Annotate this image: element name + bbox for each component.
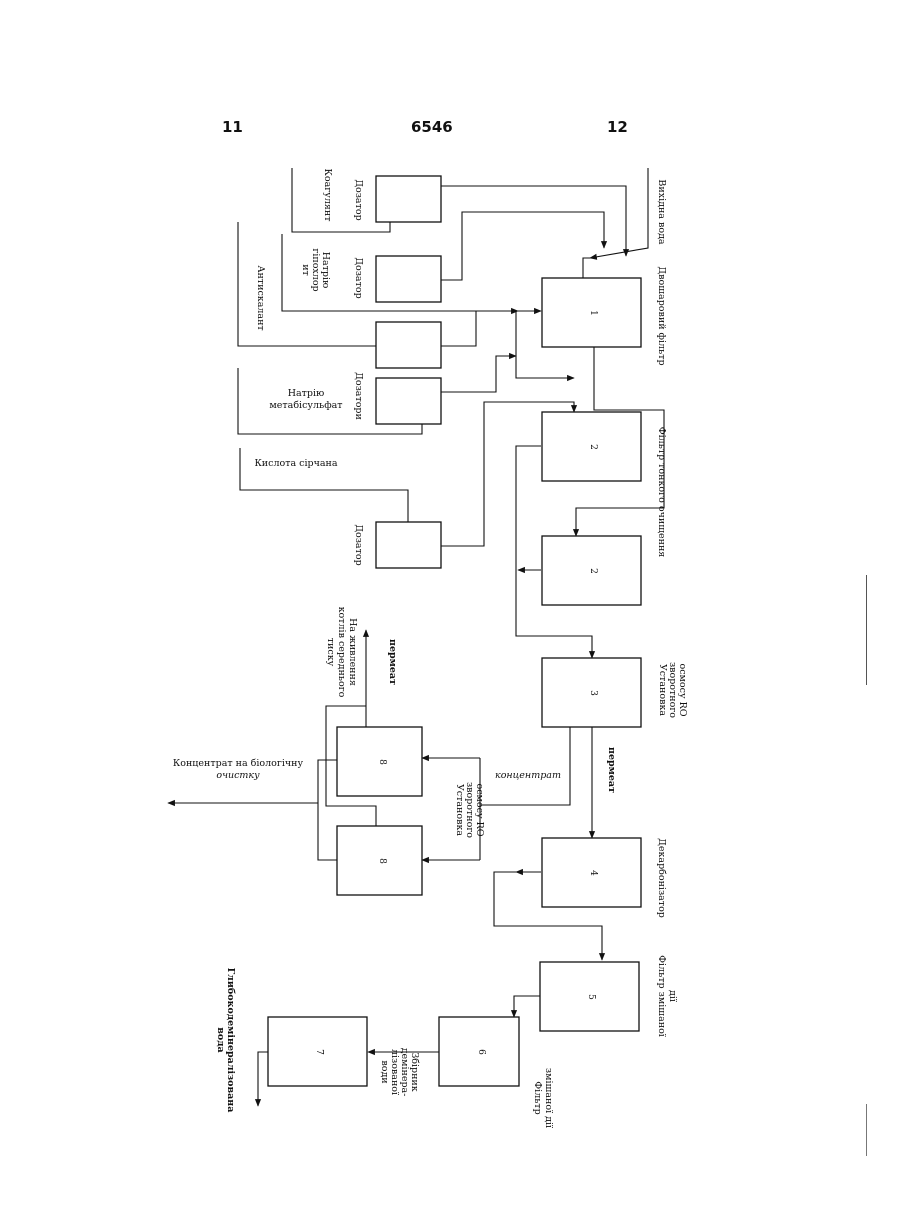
dosator-coagulant-box	[376, 176, 441, 222]
label-raw-water: Вихідна вода	[656, 179, 667, 244]
coagulant-supply-line	[292, 168, 390, 232]
box-5-mixed-filter: 5	[540, 962, 639, 1031]
label-ro-unit-1b: зворотного	[667, 662, 678, 718]
box-8a-number: 8	[377, 759, 387, 765]
box-4-decarbonizer: 4	[542, 838, 641, 907]
box-1-mechanical-filter: 1	[542, 278, 641, 347]
metabisulfite-feed-line	[441, 356, 516, 392]
label-concentrate-1: концентрат	[495, 770, 561, 781]
fine-filter-collector-line	[516, 446, 541, 620]
filter-to-tank-line	[514, 996, 540, 1017]
box-2-fine-filter-b: 2	[542, 536, 641, 605]
antiscalant-feed-line	[441, 311, 541, 346]
label-permeate-2: пермеат	[387, 639, 398, 685]
label-concentrate-out-a: Концентрат на біологічну	[173, 758, 304, 769]
label-filter-6a: Фільтр	[532, 1081, 543, 1114]
label-mechanical-filter: Двошаровий фільтр	[656, 266, 667, 365]
label-ro-unit-2a: Установка	[454, 784, 465, 836]
label-dosator-5: Дозатор	[353, 524, 364, 565]
label-sodium-hypo-c: ит	[300, 264, 311, 276]
label-mixed-filter-b: дії	[667, 990, 678, 1002]
label-ro-unit-2b: зворотного	[464, 782, 475, 838]
raw-water-line	[590, 168, 648, 258]
dosator-antiscalant-box	[376, 322, 441, 368]
label-permeate-1: пермеат	[606, 747, 617, 793]
hypochlorite-feed-line	[441, 212, 604, 280]
box-3-number: 3	[588, 690, 598, 696]
raw-water-to-box1	[583, 258, 590, 278]
box-8-ro-unit-2a: 8	[337, 727, 422, 796]
box-2a-number: 2	[588, 444, 598, 450]
label-dosator-4: Дозатори	[353, 372, 364, 420]
box-5-number: 5	[586, 994, 596, 1000]
label-filter-6b: змішаної дії	[543, 1068, 554, 1128]
label-tank-d: води	[379, 1060, 390, 1083]
label-ro-unit-1a: Установка	[657, 664, 668, 716]
stage2-concentrate-collector	[318, 760, 337, 860]
scan-mark-right-lower	[866, 1104, 867, 1156]
box-2b-number: 2	[588, 568, 598, 574]
label-antiscalant: Антискалант	[255, 265, 266, 330]
dosator-hypochlorite-box	[376, 256, 441, 302]
label-dosator-2: Дозатор	[353, 257, 364, 298]
label-ro-unit-2c: осмосу RO	[474, 783, 485, 836]
label-deep-demin-b: вода	[215, 1027, 226, 1052]
label-sodium-meta-a: Натрію	[288, 388, 325, 399]
label-sodium-meta-b: метабісульфат	[269, 400, 342, 411]
label-to-feed-b: котлів середнього	[336, 607, 347, 698]
box-8-ro-unit-2b: 8	[337, 826, 422, 895]
coagulant-feed-line	[441, 186, 626, 256]
dosator-metabisulfite-box	[376, 378, 441, 424]
label-dosator-1: Дозатор	[353, 179, 364, 220]
label-decarbonizer: Декарбонізатор	[656, 838, 667, 918]
label-mixed-filter-a: Фільтр змішаної	[656, 955, 667, 1037]
label-sulfuric-acid: Кислота сірчана	[254, 458, 337, 469]
box-1-number: 1	[588, 310, 598, 316]
label-concentrate-out-b: очистку	[216, 770, 260, 781]
to-ro-unit-line	[516, 620, 592, 658]
label-ro-unit-1c: осмосу RO	[677, 663, 688, 716]
scan-mark-right	[866, 575, 867, 685]
box-8b-number: 8	[377, 858, 387, 864]
box-6-filter: 6	[439, 1017, 519, 1086]
box-2-fine-filter-a: 2	[542, 412, 641, 481]
box-7-number: 7	[314, 1049, 324, 1055]
label-coagulant: Коагулянт	[322, 169, 333, 222]
box-4-number: 4	[588, 870, 598, 876]
dosator-acid-box	[376, 522, 441, 568]
box-7-tank: 7	[268, 1017, 367, 1086]
label-fine-filter: Фільтр тонкого очищення	[656, 427, 667, 558]
box-3-ro-unit: 3	[542, 658, 641, 727]
concentrate-line	[480, 727, 570, 805]
label-to-feed-a: На живлення	[347, 618, 358, 686]
label-to-feed-c: тиску	[325, 638, 336, 667]
deep-demin-water-line	[258, 1052, 268, 1106]
box-6-number: 6	[476, 1049, 486, 1055]
